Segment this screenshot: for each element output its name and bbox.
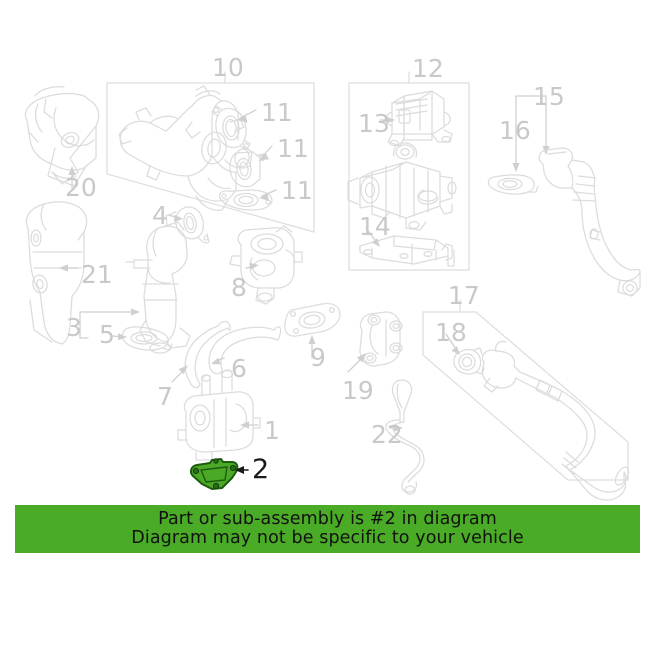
part-7-hose[interactable] xyxy=(184,320,231,389)
leader-11-c xyxy=(259,189,277,201)
callout-16: 16 xyxy=(499,116,531,145)
part-11-gasket-c[interactable] xyxy=(218,189,273,211)
banner-line-1: Part or sub-assembly is #2 in diagram xyxy=(158,509,497,530)
leader-13 xyxy=(379,116,395,124)
part-18-clamp[interactable] xyxy=(453,347,485,375)
callout-3: 3 xyxy=(66,313,82,342)
leader-8 xyxy=(245,262,259,270)
part-2-gasket-highlighted[interactable] xyxy=(189,458,239,490)
leader-18 xyxy=(445,333,460,355)
group-box-12 xyxy=(348,71,470,271)
part-info-banner: Part or sub-assembly is #2 in diagram Di… xyxy=(15,505,640,553)
callout-11-a: 11 xyxy=(261,98,293,127)
callout-5: 5 xyxy=(99,320,115,349)
callout-22: 22 xyxy=(371,420,403,449)
part-9-gasket[interactable] xyxy=(284,302,341,337)
leader-5 xyxy=(112,333,127,341)
callout-2: 2 xyxy=(252,454,270,485)
callout-1: 1 xyxy=(264,416,280,445)
part-14-bracket[interactable] xyxy=(359,235,455,267)
callout-18: 18 xyxy=(435,318,467,347)
callout-11-c: 11 xyxy=(281,176,313,205)
leader-11-a xyxy=(237,109,257,123)
leader-14 xyxy=(365,227,380,247)
part-20-converter[interactable] xyxy=(24,86,100,187)
callout-15: 15 xyxy=(533,82,565,111)
part-3-pipe[interactable] xyxy=(125,211,191,354)
leader-3-bracket xyxy=(79,308,140,339)
part-17-hose-assembly[interactable] xyxy=(481,340,631,501)
leader-19 xyxy=(347,353,366,373)
leader-1 xyxy=(240,421,259,429)
banner-line-2: Diagram may not be specific to your vehi… xyxy=(131,528,524,548)
part-12-egr-cooler[interactable] xyxy=(347,142,457,231)
leader-4 xyxy=(167,214,183,222)
callout-20: 20 xyxy=(65,173,97,202)
part-1-valve-assembly[interactable] xyxy=(177,369,261,461)
part-19-bracket[interactable] xyxy=(359,311,403,367)
callout-11-b: 11 xyxy=(277,134,309,163)
leader-11-b xyxy=(259,145,273,160)
leader-20 xyxy=(68,166,76,189)
callout-10: 10 xyxy=(212,53,244,82)
part-22-oxygen-sensor[interactable] xyxy=(385,379,425,495)
part-13-cooler-cover[interactable] xyxy=(385,90,453,147)
callout-7: 7 xyxy=(157,382,173,411)
part-11-gasket-b[interactable] xyxy=(229,151,265,188)
leader-6 xyxy=(211,357,225,365)
callout-12: 12 xyxy=(412,54,444,83)
part-16-gasket[interactable] xyxy=(487,174,539,195)
callout-6: 6 xyxy=(231,354,247,383)
callout-13: 13 xyxy=(358,109,390,138)
callout-4: 4 xyxy=(152,201,168,230)
callout-19: 19 xyxy=(342,376,374,405)
leader-9 xyxy=(308,335,316,359)
bracket-15-16 xyxy=(512,95,550,172)
callout-14: 14 xyxy=(359,212,391,241)
callout-9: 9 xyxy=(310,343,326,372)
callout-21: 21 xyxy=(81,260,113,289)
leader-21 xyxy=(59,264,78,272)
part-11-gasket-a[interactable] xyxy=(211,105,251,151)
leader-2 xyxy=(235,466,249,474)
callout-17: 17 xyxy=(448,281,480,310)
part-5-gasket[interactable] xyxy=(121,326,173,351)
group-box-10 xyxy=(106,71,315,233)
leader-7 xyxy=(171,365,188,383)
part-21-converter[interactable] xyxy=(25,201,88,345)
part-15-tube[interactable] xyxy=(538,147,641,297)
leader-22 xyxy=(389,424,403,432)
callout-8: 8 xyxy=(231,273,247,302)
group-box-17 xyxy=(422,299,629,481)
